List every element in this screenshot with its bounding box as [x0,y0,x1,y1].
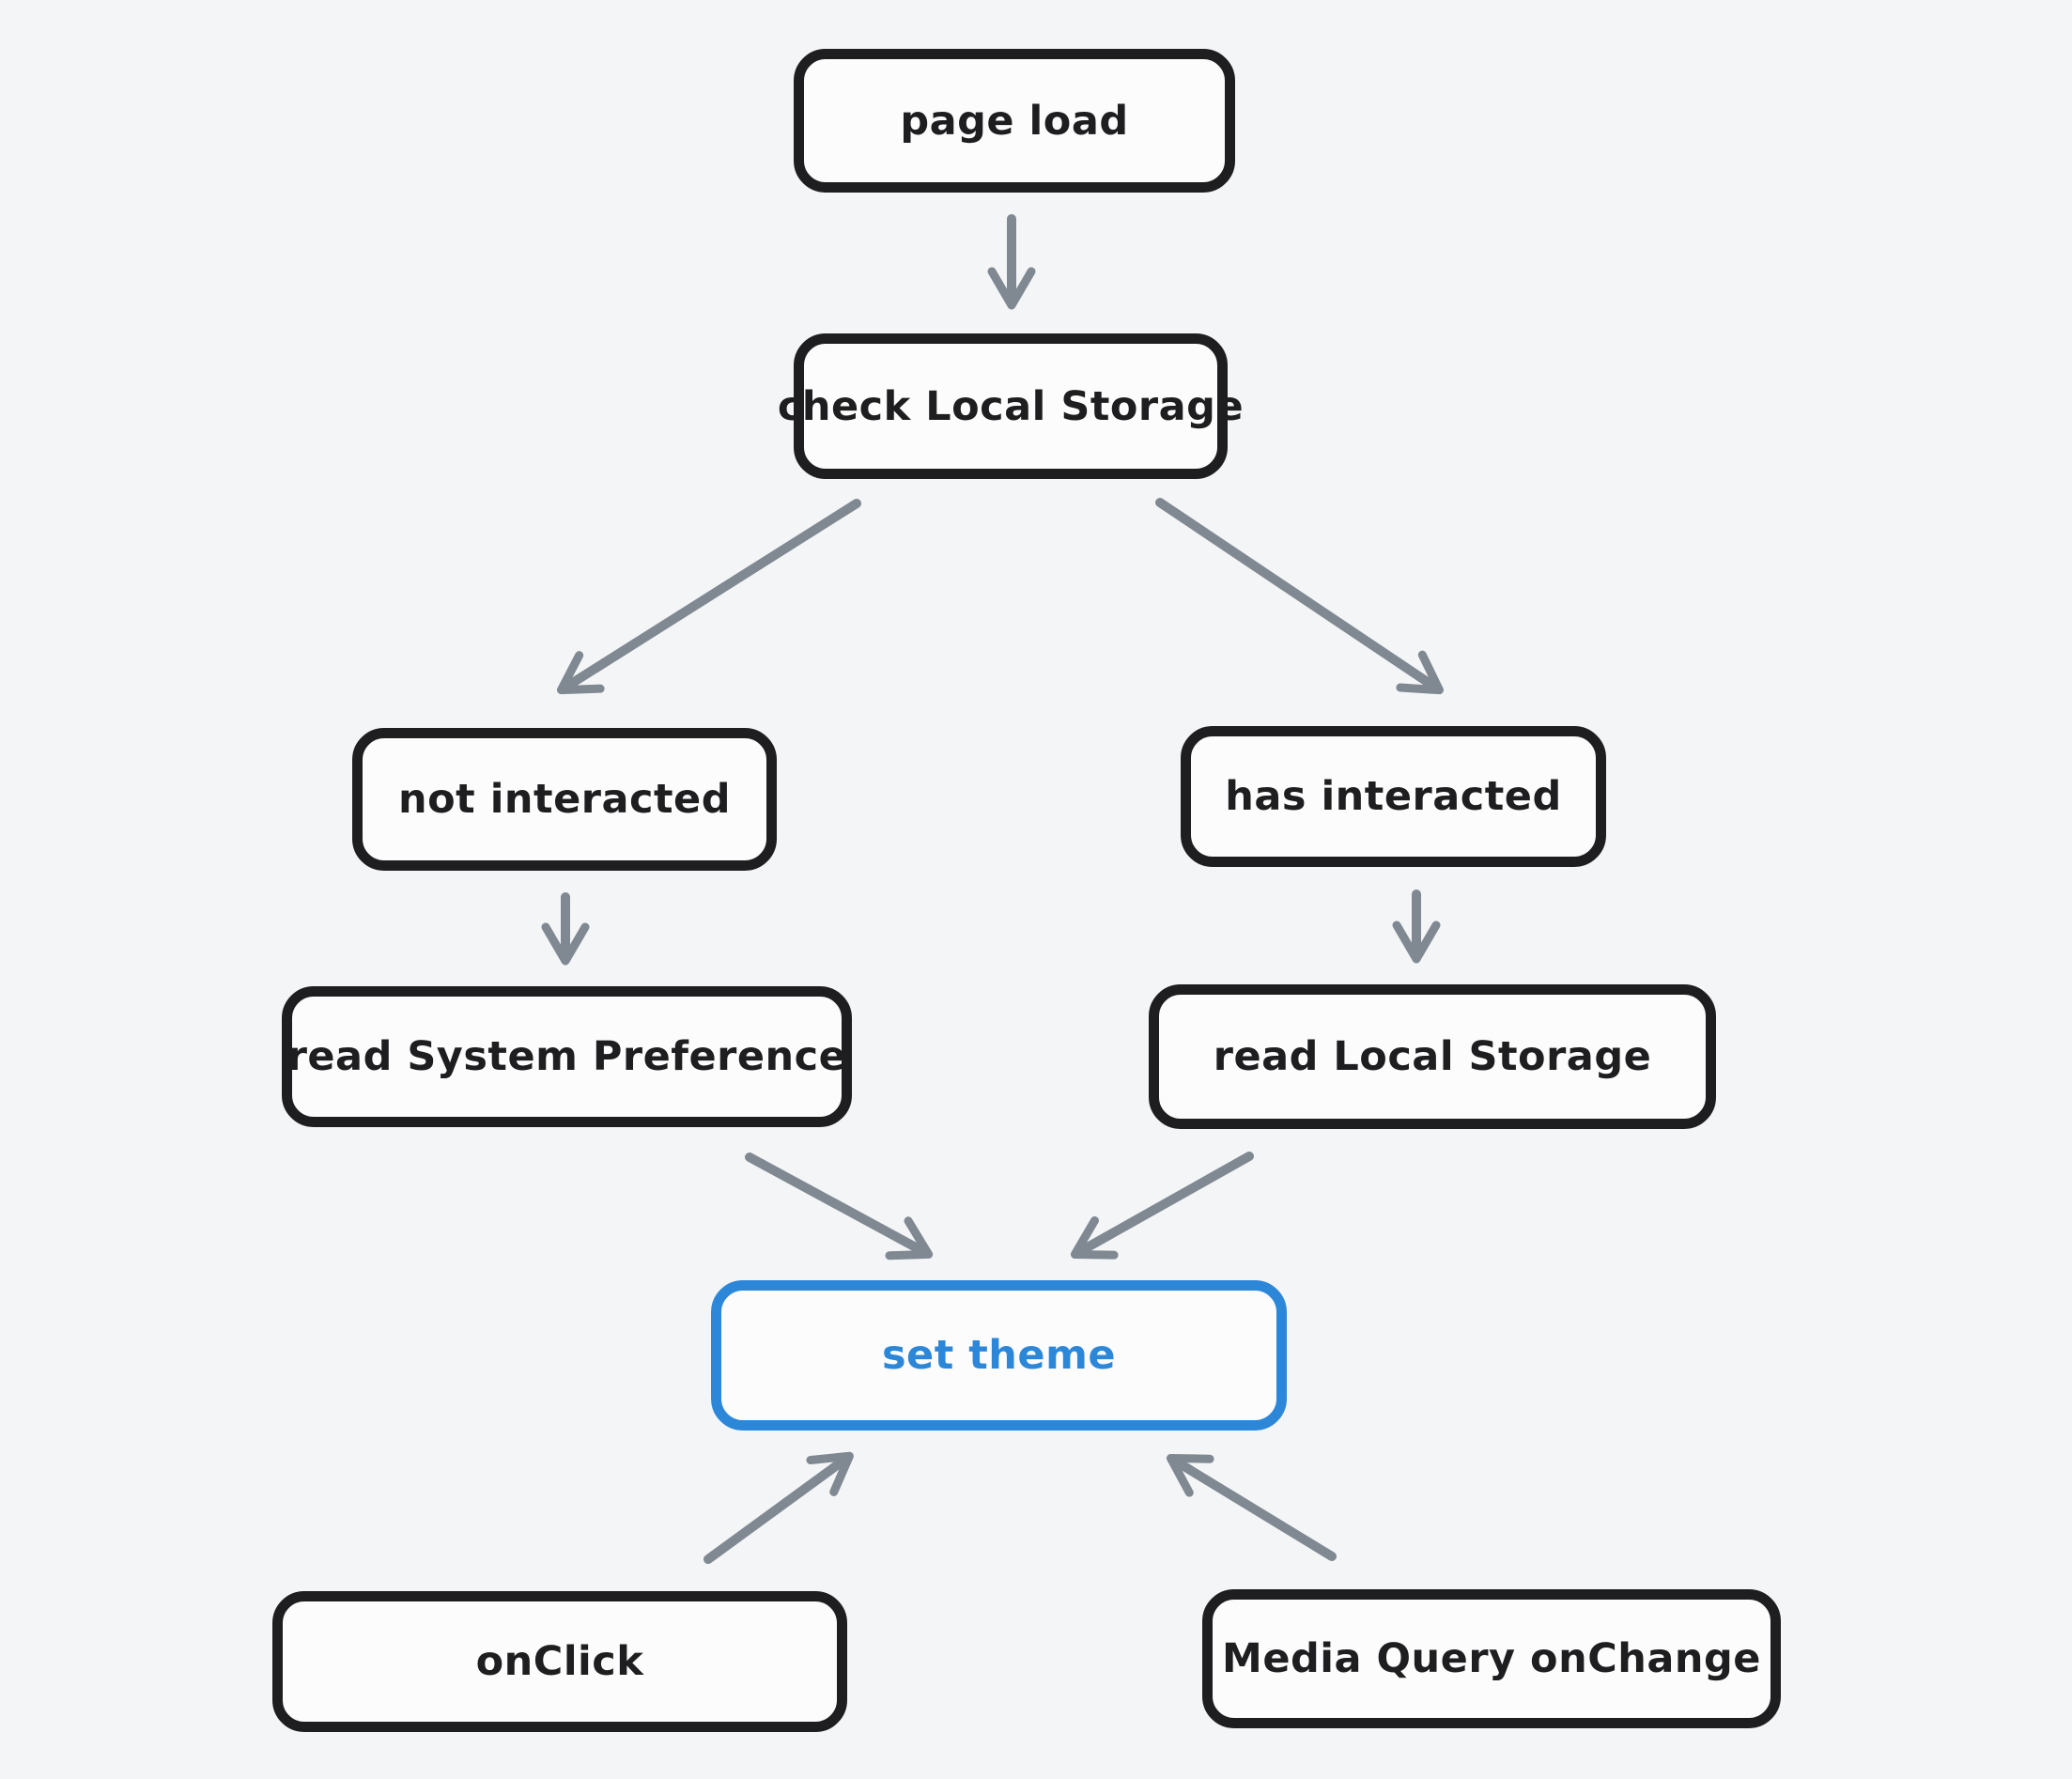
node-read-system-preference: read System Preference [282,986,852,1127]
node-set-theme-label: set theme [881,1332,1117,1379]
node-media-query-onchange: Media Query onChange [1202,1589,1781,1728]
node-page-load-label: page load [900,97,1129,145]
edge-read-system-preference-to-set-theme [745,1152,934,1261]
node-check-local-storage-label: check Local Storage [777,382,1245,430]
node-has-interacted-label: has interacted [1225,773,1562,820]
node-not-interacted-label: not interacted [398,776,731,823]
edge-media-query-onchange-to-set-theme [1166,1453,1337,1561]
node-on-click-label: onClick [475,1638,644,1685]
edge-on-click-to-set-theme [704,1451,854,1564]
node-on-click: onClick [272,1591,847,1732]
node-read-local-storage-label: read Local Storage [1213,1033,1652,1080]
node-has-interacted: has interacted [1181,726,1606,867]
edge-check-local-storage-to-has-interacted [1155,498,1444,695]
node-media-query-onchange-label: Media Query onChange [1222,1635,1761,1682]
edge-read-local-storage-to-set-theme [1070,1152,1254,1260]
node-check-local-storage: check Local Storage [778,333,1244,479]
node-set-theme: set theme [711,1280,1287,1431]
node-not-interacted: not interacted [352,728,777,871]
node-page-load: page load [794,49,1235,193]
node-read-system-preference-label: read System Preference [286,1033,847,1080]
node-read-local-storage: read Local Storage [1149,984,1716,1129]
edge-check-local-storage-to-not-interacted [556,499,861,695]
